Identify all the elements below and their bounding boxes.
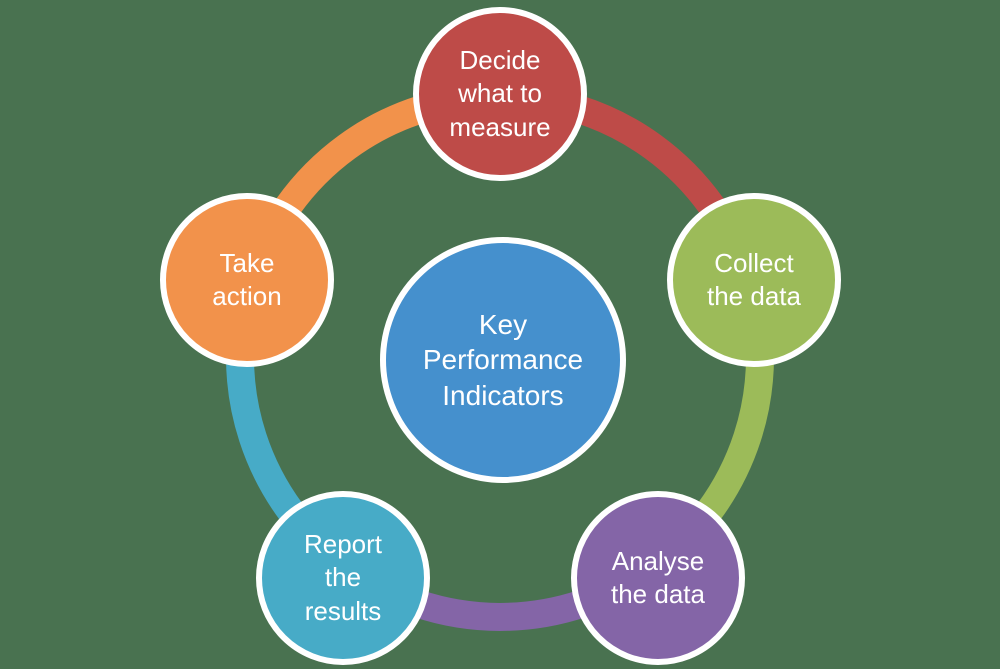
center-node-label: Key Performance Indicators [422,308,584,411]
node-report-label: Report the results [303,529,383,626]
node-collect-the-data: Collect the data [667,193,841,367]
node-key-performance-indicators: Key Performance Indicators [380,237,626,483]
node-take-action: Take action [160,193,334,367]
node-decide-what-to-measure: Decide what to measure [413,7,587,181]
node-analyse-label: Analyse the data [611,545,705,609]
node-collect-label: Collect the data [707,247,801,311]
node-analyse-the-data: Analyse the data [571,491,745,665]
node-take-action-label: Take action [212,247,282,311]
node-report-the-results: Report the results [256,491,430,665]
node-decide-label: Decide what to measure [449,45,551,142]
